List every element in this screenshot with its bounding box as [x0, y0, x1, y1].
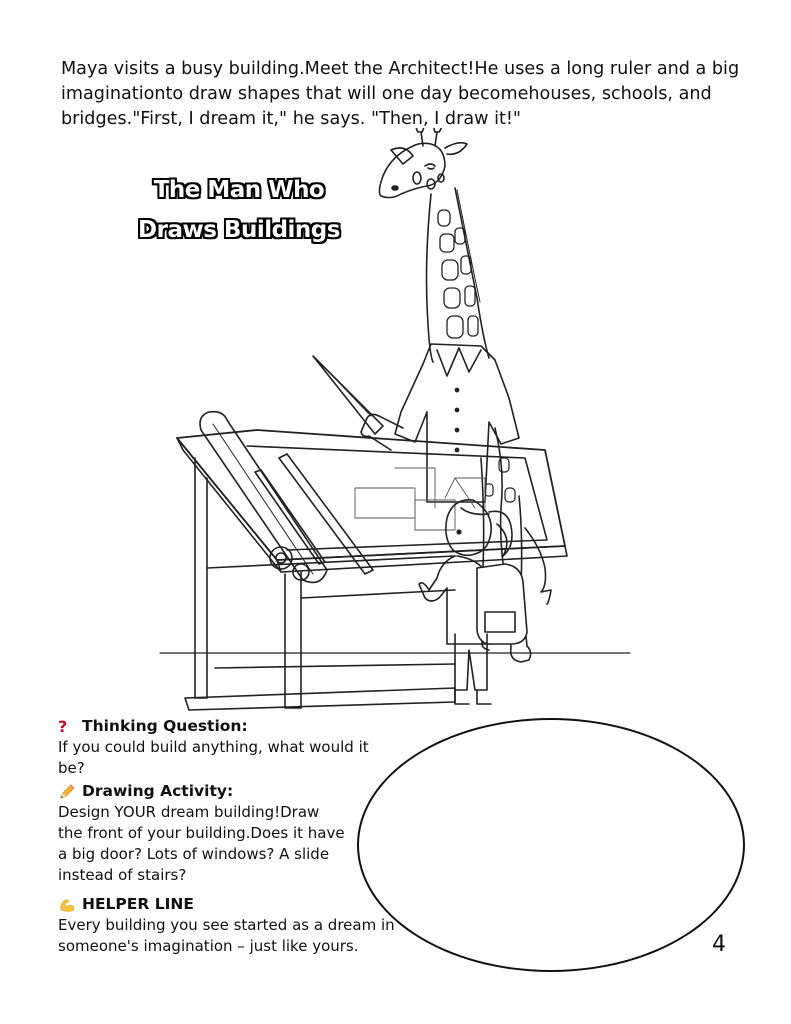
thinking-question-label: Thinking Question:	[82, 717, 248, 735]
drawing-activity-label: Drawing Activity:	[82, 782, 234, 800]
activity-section: ? Thinking Question: If you could build …	[58, 716, 395, 957]
helper-line-text: Every building you see started as a drea…	[58, 916, 395, 955]
girl-figure	[418, 499, 528, 705]
giraffe-head-icon	[378, 128, 468, 199]
page-number: 4	[712, 932, 726, 957]
giraffe-architect-illustration	[159, 128, 631, 711]
title-line-1: The Man Who	[153, 177, 325, 203]
flexed-biceps-icon	[60, 898, 75, 912]
title-line-2: Draws Buildings	[138, 217, 340, 243]
giraffe-spots	[437, 209, 479, 339]
thinking-question-text: If you could build anything, what would …	[58, 738, 369, 777]
intro-paragraph: Maya visits a busy building.Meet the Arc…	[61, 59, 740, 129]
pencil-icon	[60, 783, 75, 799]
helper-line-heading: HELPER LINE	[58, 894, 388, 915]
page-title: The Man Who Draws Buildings	[112, 170, 366, 250]
leg-spots	[484, 457, 516, 503]
drawing-activity-heading: Drawing Activity:	[58, 781, 388, 802]
drawing-area-ellipse[interactable]	[357, 718, 745, 972]
drawing-activity-text: Design YOUR dream building!Draw the fron…	[58, 803, 345, 884]
helper-line-label: HELPER LINE	[82, 895, 194, 913]
question-mark-icon: ?	[58, 717, 68, 736]
thinking-question-heading: ? Thinking Question:	[58, 716, 388, 737]
